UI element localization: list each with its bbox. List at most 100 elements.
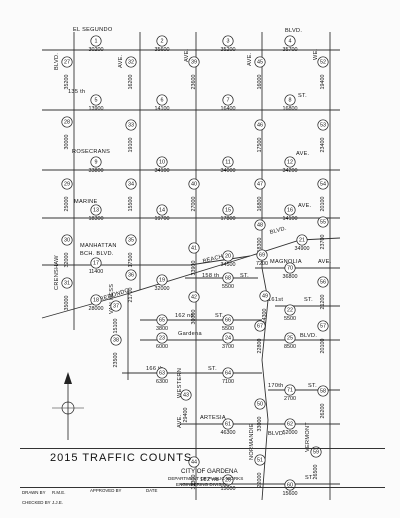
station-number: 27	[64, 59, 70, 65]
station-marker	[222, 474, 234, 486]
station-count: 20100	[320, 197, 326, 212]
station-count: 17500	[257, 138, 263, 153]
station-marker	[284, 94, 296, 106]
street-label-el-segundo: EL SEGUNDO	[73, 27, 113, 33]
station-marker	[156, 94, 168, 106]
station-count: 31300	[191, 475, 197, 490]
street-label-beach: BEACH	[202, 254, 224, 265]
street-label-crenshaw: CRENSHAW	[54, 255, 60, 290]
station-number: 28	[64, 119, 70, 125]
station-number: 55	[320, 219, 326, 225]
station-count: 17800	[221, 216, 236, 222]
station-count: 19400	[320, 75, 326, 90]
station-count: 22000	[257, 473, 263, 488]
station-number: 5	[95, 97, 98, 103]
station-number: 50	[257, 401, 263, 407]
station-marker	[222, 35, 234, 47]
station-count: 29400	[183, 408, 189, 423]
station-count: 24300	[262, 309, 268, 324]
station-number: 24	[225, 335, 231, 341]
station-number: 56	[320, 279, 326, 285]
street-label-166th: 166 th	[146, 366, 163, 372]
station-number: 16	[287, 207, 293, 213]
street-label-we: WE.	[313, 48, 319, 60]
station-marker	[284, 35, 296, 47]
station-number: 49	[262, 293, 268, 299]
station-marker	[222, 367, 234, 379]
station-count: 11400	[89, 269, 104, 275]
station-count: 15500	[128, 197, 134, 212]
station-count: 28000	[89, 306, 104, 312]
station-count: 35200	[64, 75, 70, 90]
station-15: 15 17800	[221, 204, 236, 222]
station-count: 36800	[283, 274, 298, 280]
station-count: 5500	[222, 326, 234, 332]
station-count: 32000	[64, 253, 70, 268]
station-number: 68	[225, 275, 231, 281]
station-marker	[61, 56, 73, 68]
street-label-158th: 158 th	[202, 273, 219, 279]
station-number: 63	[159, 370, 165, 376]
station-marker	[188, 242, 200, 254]
station-marker	[284, 304, 296, 316]
station-count: 46300	[221, 430, 236, 436]
station-marker	[90, 257, 102, 269]
title-block-rows	[20, 487, 385, 511]
checked-by-value: J.J.E.	[52, 500, 63, 505]
station-count: 23500	[113, 353, 119, 368]
station-number: 21	[299, 237, 305, 243]
station-marker	[317, 216, 329, 228]
station-marker	[284, 384, 296, 396]
station-number: 2	[161, 38, 164, 44]
station-number: 15	[225, 207, 231, 213]
street-label-blvd-gardena: BLVD.	[300, 333, 317, 339]
station-marker	[317, 56, 329, 68]
street-label-ave-rosecrans: AVE.	[296, 151, 310, 157]
north-arrow-icon	[52, 372, 84, 440]
station-number: 65	[159, 317, 165, 323]
station-count: 14100	[283, 216, 298, 222]
street-label-ave-magnolia: AVE.	[318, 259, 332, 265]
station-number: 45	[257, 59, 263, 65]
station-number: 25	[287, 335, 293, 341]
street-label-182nd: 182 nd	[200, 477, 219, 483]
station-number: 54	[320, 181, 326, 187]
station-number: 53	[320, 122, 326, 128]
station-number: 64	[225, 370, 231, 376]
map-title: 2015 TRAFFIC COUNTS	[50, 452, 193, 464]
station-54: 54 20100	[317, 178, 329, 212]
station-count: 3700	[222, 344, 234, 350]
drawn-by-label: DRAWN BY	[22, 490, 46, 495]
station-count: 18300	[89, 216, 104, 222]
station-number: 51	[257, 457, 263, 463]
station-number: 20	[225, 253, 231, 259]
street-label-161st: 161st	[268, 297, 283, 303]
station-number: 67	[257, 323, 263, 329]
station-marker	[256, 249, 268, 261]
